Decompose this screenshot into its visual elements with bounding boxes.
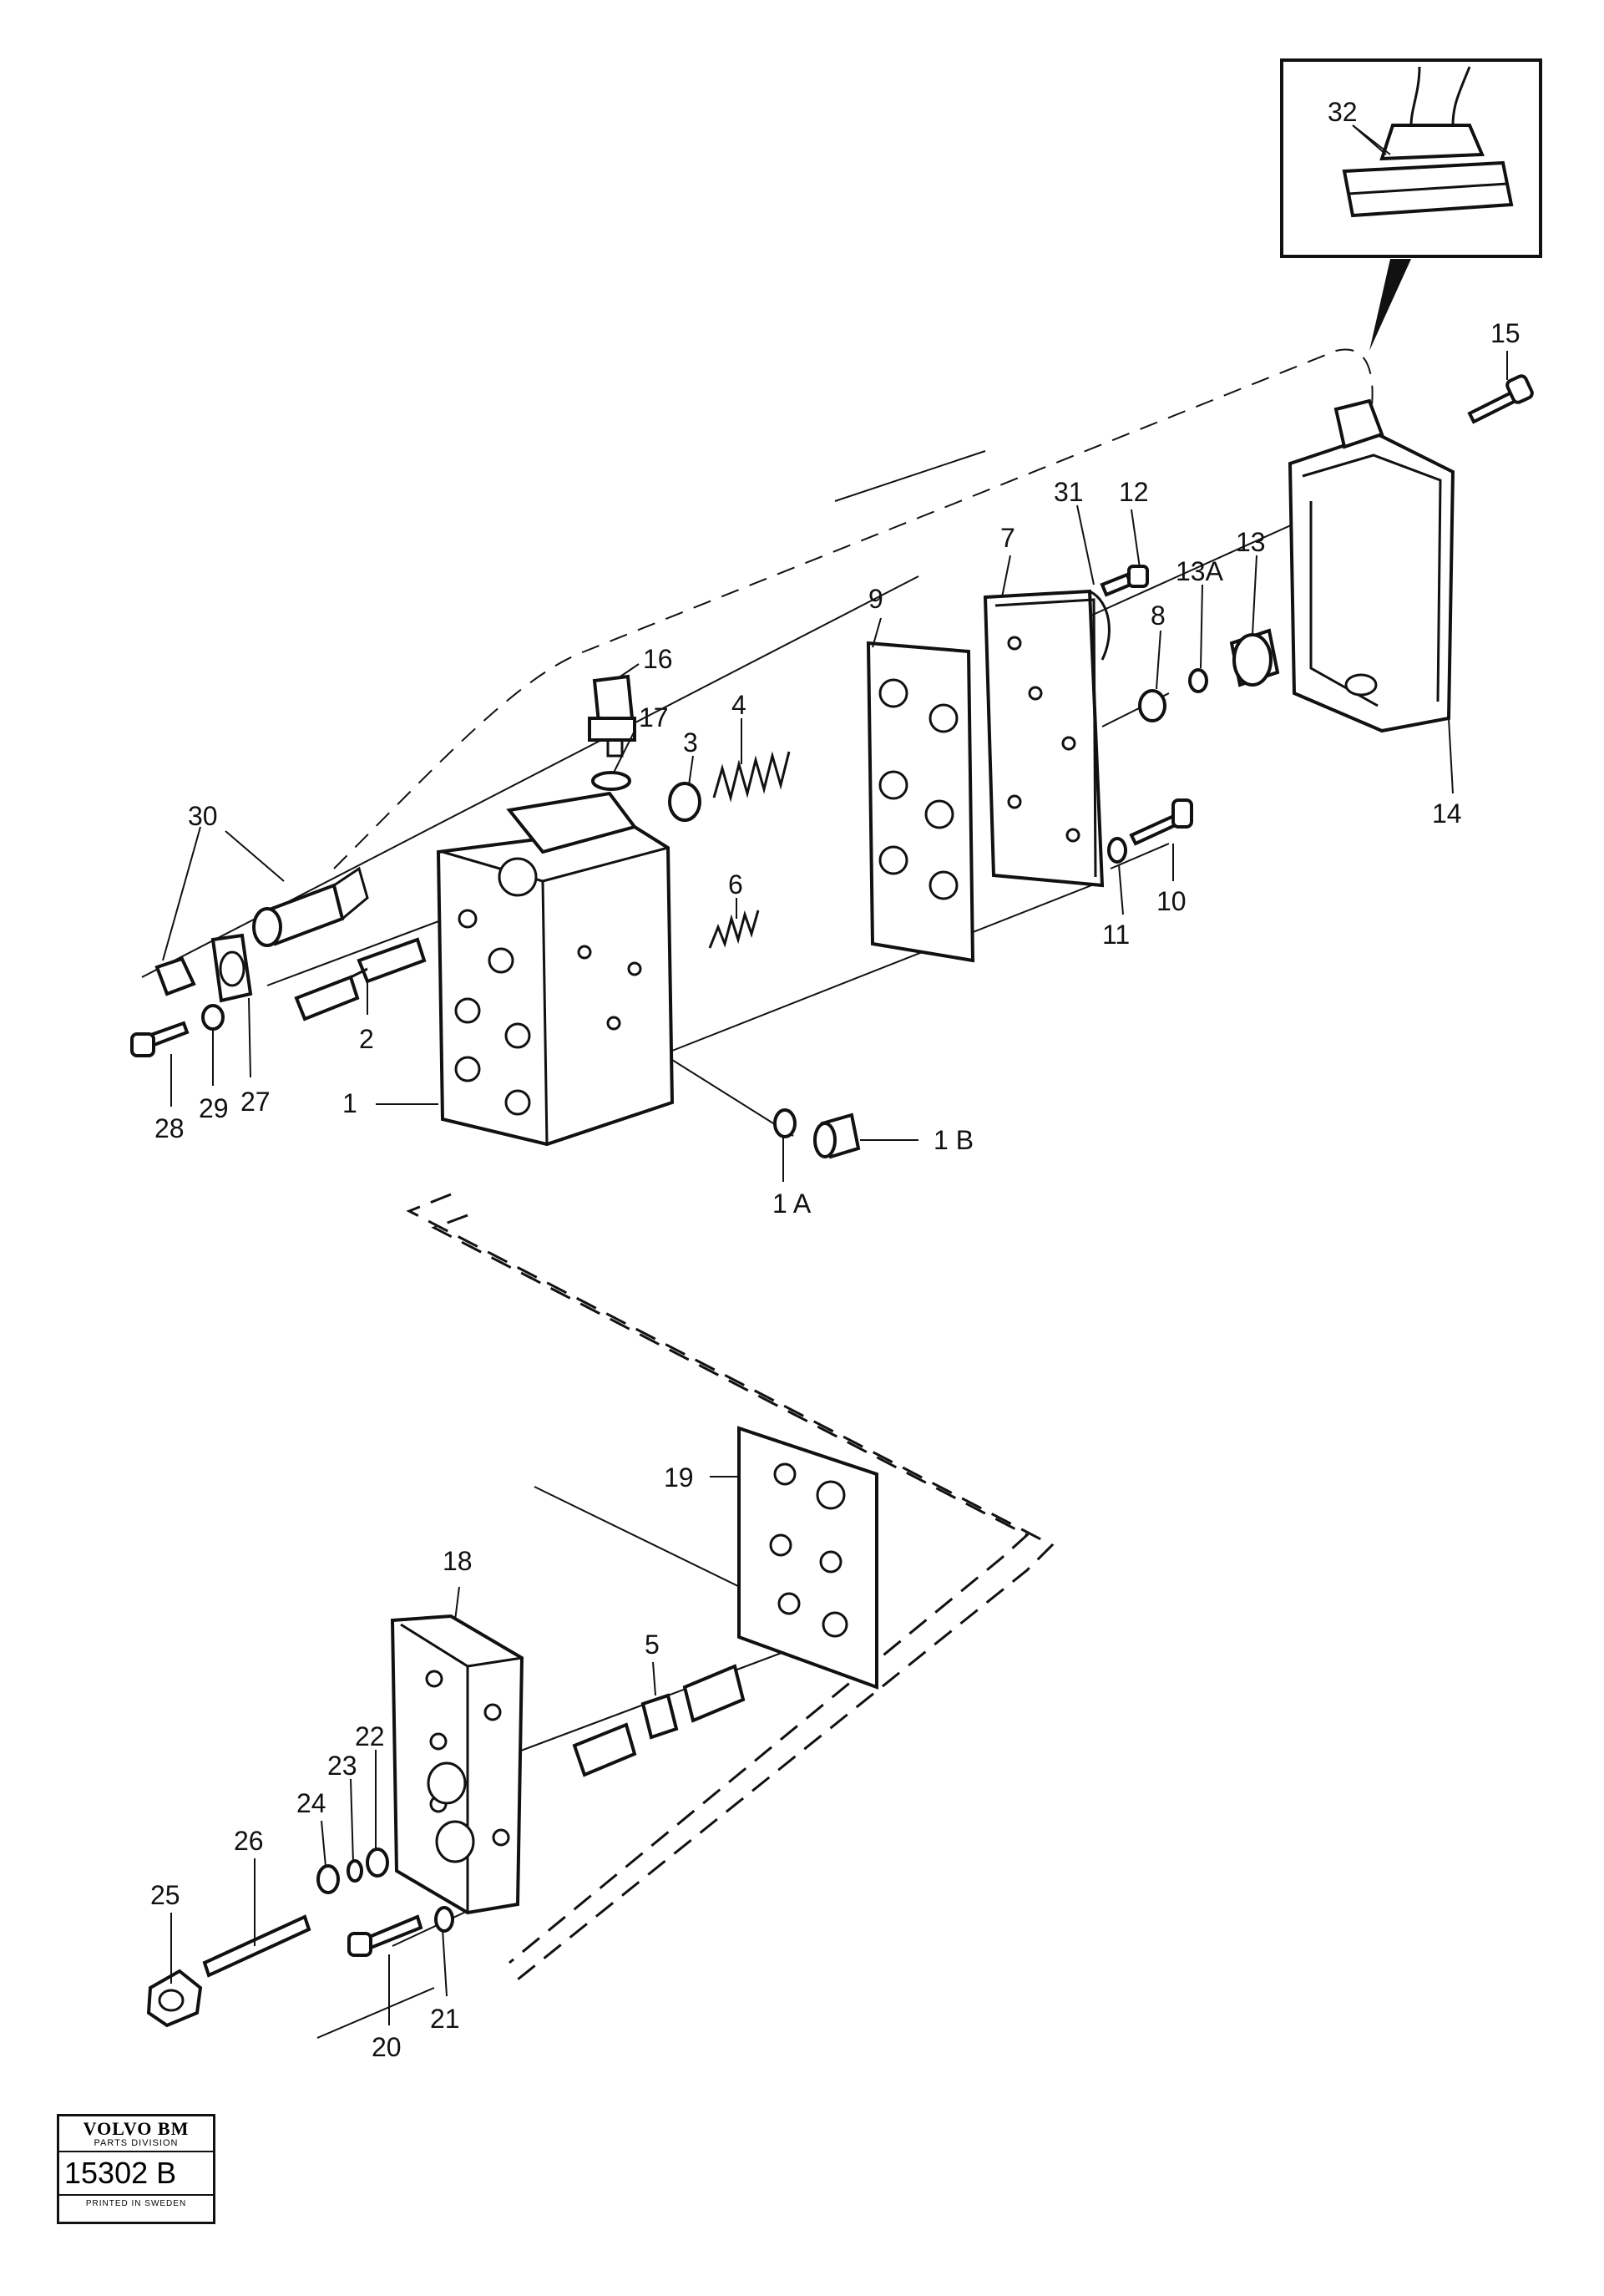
label-13A: 13A [1176, 556, 1224, 586]
label-10: 10 [1156, 886, 1187, 916]
gasket-9 [866, 641, 975, 963]
screw-10-washer-11 [1107, 798, 1193, 864]
part-labels: 32 15 14 12 31 7 13 13A 8 9 10 11 16 17 … [150, 97, 1521, 2062]
label-21: 21 [430, 2004, 460, 2034]
label-13: 13 [1236, 527, 1266, 557]
label-6: 6 [728, 869, 743, 900]
screw-20-washer-21 [347, 1906, 454, 1957]
label-8: 8 [1151, 601, 1166, 631]
spring-6 [708, 910, 760, 949]
spool-5 [572, 1664, 746, 1777]
stamp-brand: VOLVO BM [83, 2118, 190, 2139]
label-26: 26 [234, 1826, 264, 1856]
washers-22-23-24 [316, 1847, 389, 1894]
end-plate-18 [390, 1614, 524, 1915]
connector-30-gasket-27 [154, 866, 369, 1003]
stamp-division: PARTS DIVISION [59, 2138, 213, 2152]
label-2: 2 [359, 1024, 374, 1054]
label-11: 11 [1102, 920, 1130, 950]
label-22: 22 [355, 1721, 385, 1751]
label-24: 24 [296, 1788, 326, 1818]
spring-4-ring-3 [668, 751, 791, 822]
fitting-16-seal-17 [588, 674, 636, 791]
screw-28-washer-29 [130, 1004, 225, 1057]
label-19: 19 [664, 1462, 694, 1493]
label-18: 18 [443, 1546, 473, 1576]
label-28: 28 [154, 1113, 185, 1143]
screw-12 [1100, 565, 1149, 597]
housing-14 [1288, 398, 1455, 733]
screw-15 [1467, 374, 1534, 424]
valve-block-1 [436, 791, 675, 1147]
stamp-printed: PRINTED IN SWEDEN [85, 2199, 187, 2208]
label-15: 15 [1490, 318, 1521, 348]
gasket-19 [737, 1426, 878, 1690]
label-30: 30 [188, 801, 218, 831]
stamp-code: 15302 B [59, 2152, 213, 2196]
label-29: 29 [199, 1093, 229, 1123]
label-17: 17 [639, 702, 669, 732]
label-1B: 1 B [934, 1125, 974, 1155]
label-31: 31 [1054, 477, 1084, 507]
label-32: 32 [1328, 97, 1358, 127]
plug-1a-1b [773, 1108, 861, 1159]
label-3: 3 [683, 727, 698, 758]
label-23: 23 [327, 1751, 357, 1781]
label-20: 20 [372, 2032, 402, 2062]
label-14: 14 [1432, 798, 1462, 829]
label-1: 1 [342, 1088, 357, 1118]
seal-parts-8-13 [1138, 628, 1280, 722]
label-leaders [162, 124, 1508, 2025]
label-5: 5 [645, 1630, 660, 1660]
label-7: 7 [1000, 523, 1015, 553]
spool-2 [294, 937, 427, 1021]
rod-26-nut-25 [146, 1914, 311, 2028]
label-25: 25 [150, 1880, 180, 1910]
label-27: 27 [240, 1087, 271, 1117]
label-1A: 1 A [772, 1189, 812, 1219]
label-9: 9 [868, 584, 883, 614]
assembly-lines [141, 348, 1374, 2039]
parts-catalog-stamp: VOLVO BM PARTS DIVISION 15302 B PRINTED … [57, 2114, 215, 2224]
label-4: 4 [731, 690, 746, 720]
inset-detail-32 [1280, 58, 1542, 351]
cover-7 [983, 589, 1111, 888]
label-16: 16 [643, 644, 673, 674]
label-12: 12 [1119, 477, 1149, 507]
